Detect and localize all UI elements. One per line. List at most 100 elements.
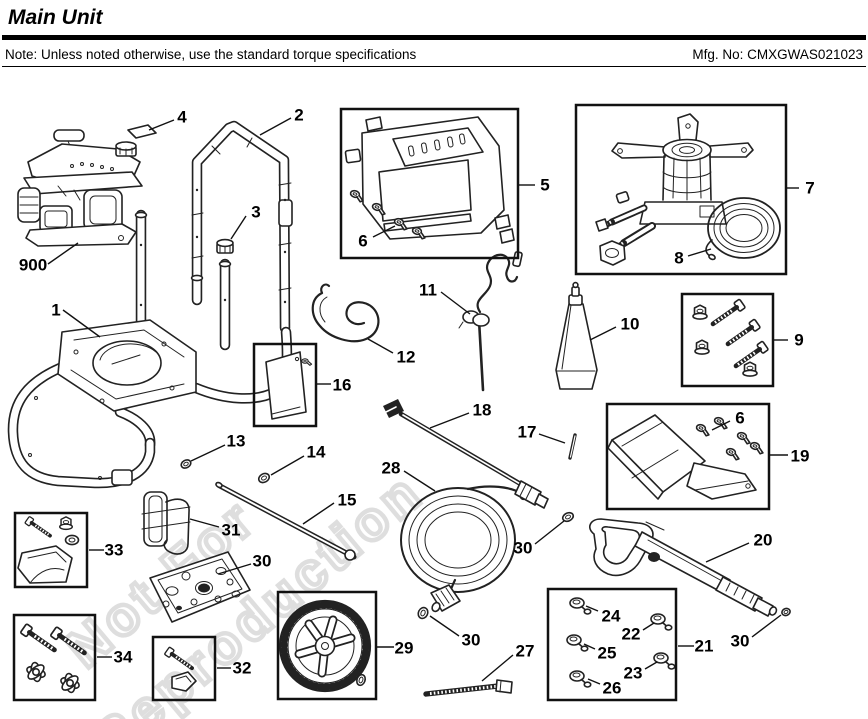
callout-leader-engine: [47, 242, 79, 265]
callout-hose: 28: [382, 459, 401, 478]
sub-rule: [2, 66, 866, 67]
nozzle-holder-drawing: [555, 281, 598, 390]
callout-leader-oring-small: [190, 444, 226, 462]
bolt-kit-box: [680, 292, 775, 388]
callout-leader-hardware-kit: [217, 563, 252, 575]
lance-drawing: [383, 399, 549, 509]
callout-leader-nozzle-23: [644, 661, 658, 670]
callout-pin: 17: [518, 423, 537, 442]
cord-holder-drawing: [141, 491, 191, 555]
callout-wheel-kit: 29: [395, 639, 414, 658]
callout-leader-nozzle-26: [587, 678, 601, 685]
callout-leader-handle-cap: [230, 215, 247, 240]
panel-kit-box: [339, 107, 520, 260]
handle-cap-drawing: [216, 238, 234, 254]
callout-axle-rod: 15: [338, 491, 357, 510]
callout-leader-nozzle-holder: [589, 326, 617, 341]
callout-leader-base-frame: [62, 309, 101, 338]
clip-kit-drawing: [162, 644, 197, 692]
axle-bolt-drawing: [423, 679, 513, 697]
spray-gun-drawing: [589, 518, 778, 617]
pin-drawing: [568, 433, 577, 460]
oring-small-drawing: [180, 459, 192, 469]
callout-pump-hose: 8: [674, 249, 683, 268]
callout-hose-oring-bottom: 30: [462, 631, 481, 650]
gun-oring-drawing: [781, 607, 791, 617]
callout-nozzle-26: 26: [603, 679, 622, 698]
callout-lance: 18: [473, 401, 492, 420]
oring-drawing: [257, 472, 271, 484]
callout-wire-clip: 12: [397, 348, 416, 367]
callout-leader-hose: [403, 470, 436, 492]
bolt-kit-drawing: [692, 299, 768, 377]
callout-leader-nozzle-24: [585, 605, 599, 612]
callout-leader-lance: [429, 412, 470, 429]
decal-drawing: [265, 351, 313, 420]
callout-knob-kit: 34: [114, 648, 133, 667]
callout-leader-cord-holder: [189, 518, 220, 528]
callout-decal-kit: 16: [333, 376, 352, 395]
page-title: Main Unit: [8, 6, 103, 29]
hose-oring-top-drawing: [561, 511, 575, 523]
plate-drawing: [127, 124, 157, 139]
callout-base-frame: 1: [51, 301, 60, 320]
callout-spray-gun: 20: [754, 531, 773, 550]
callout-leader-plate: [148, 119, 175, 131]
callout-nozzle-kit: 21: [695, 637, 714, 656]
handle-drawing: [190, 120, 293, 334]
engine-drawing: [17, 129, 143, 247]
callout-axle-bolt: 27: [516, 642, 535, 661]
siphon-tube-drawing: [458, 251, 523, 392]
panel-drawing: [344, 116, 515, 244]
page-header: Main Unit Note: Unless noted otherwise, …: [0, 0, 868, 67]
callout-gun-oring: 30: [731, 632, 750, 651]
callout-oring: 14: [307, 443, 326, 462]
callout-leader-pump-hose: [687, 248, 712, 257]
callout-leader-wire-clip: [367, 338, 394, 354]
callout-nozzle-25: 25: [598, 644, 617, 663]
torque-note: Note: Unless noted otherwise, use the st…: [5, 47, 417, 62]
pump-hose-drawing: [705, 197, 781, 261]
callout-clip-kit: 32: [233, 659, 252, 678]
wheel-kit-box: [276, 590, 378, 701]
kit-boxes: [12, 103, 788, 702]
callout-handle: 2: [294, 106, 303, 125]
callout-engine: 900: [19, 256, 47, 275]
callout-leader-spray-gun: [705, 542, 750, 563]
foot-kit-drawing: [17, 514, 80, 584]
callout-pump-box: 7: [805, 179, 814, 198]
wheel-drawing: [278, 599, 372, 693]
callout-leader-nozzle-25: [583, 643, 596, 650]
callout-panel-screws: 6: [358, 232, 367, 251]
callout-leader-axle-bolt: [481, 654, 514, 682]
wire-clip-drawing: [311, 283, 380, 343]
callout-leader-gun-oring: [751, 614, 782, 638]
callout-hardware-kit: 30: [253, 552, 272, 571]
callout-leader-hose-oring-top: [534, 520, 565, 545]
pump-kit-box: [574, 103, 788, 276]
clip-kit-box: [151, 635, 217, 702]
hardware-kit-drawing: [149, 551, 251, 623]
callout-plate: 4: [177, 108, 187, 127]
callout-nozzle-23: 23: [624, 664, 643, 683]
title-rule: [2, 35, 866, 40]
callout-layer: 9001234567891011121314151617181962021242…: [19, 106, 815, 698]
axle-rod-drawing: [215, 481, 357, 561]
callout-nozzle-24: 24: [602, 607, 621, 626]
base-frame-drawing: [7, 319, 293, 489]
callout-leader-handle: [259, 117, 292, 136]
muffler-drawing: [607, 414, 766, 500]
callout-leader-muffler-screws: [711, 420, 731, 431]
callout-nozzle-holder: 10: [621, 315, 640, 334]
muffler-kit-box: [605, 402, 771, 511]
callout-leader-pin: [538, 433, 566, 444]
callout-nozzle-22: 22: [622, 625, 641, 644]
pump-drawing: [595, 113, 754, 266]
callout-panel: 5: [540, 176, 549, 195]
callout-leader-oring: [270, 455, 305, 476]
callout-bolt-kit: 9: [794, 331, 803, 350]
callout-muffler-screws: 6: [735, 409, 744, 428]
knob-kit-box: [12, 613, 97, 702]
foot-kit-box: [13, 511, 89, 589]
